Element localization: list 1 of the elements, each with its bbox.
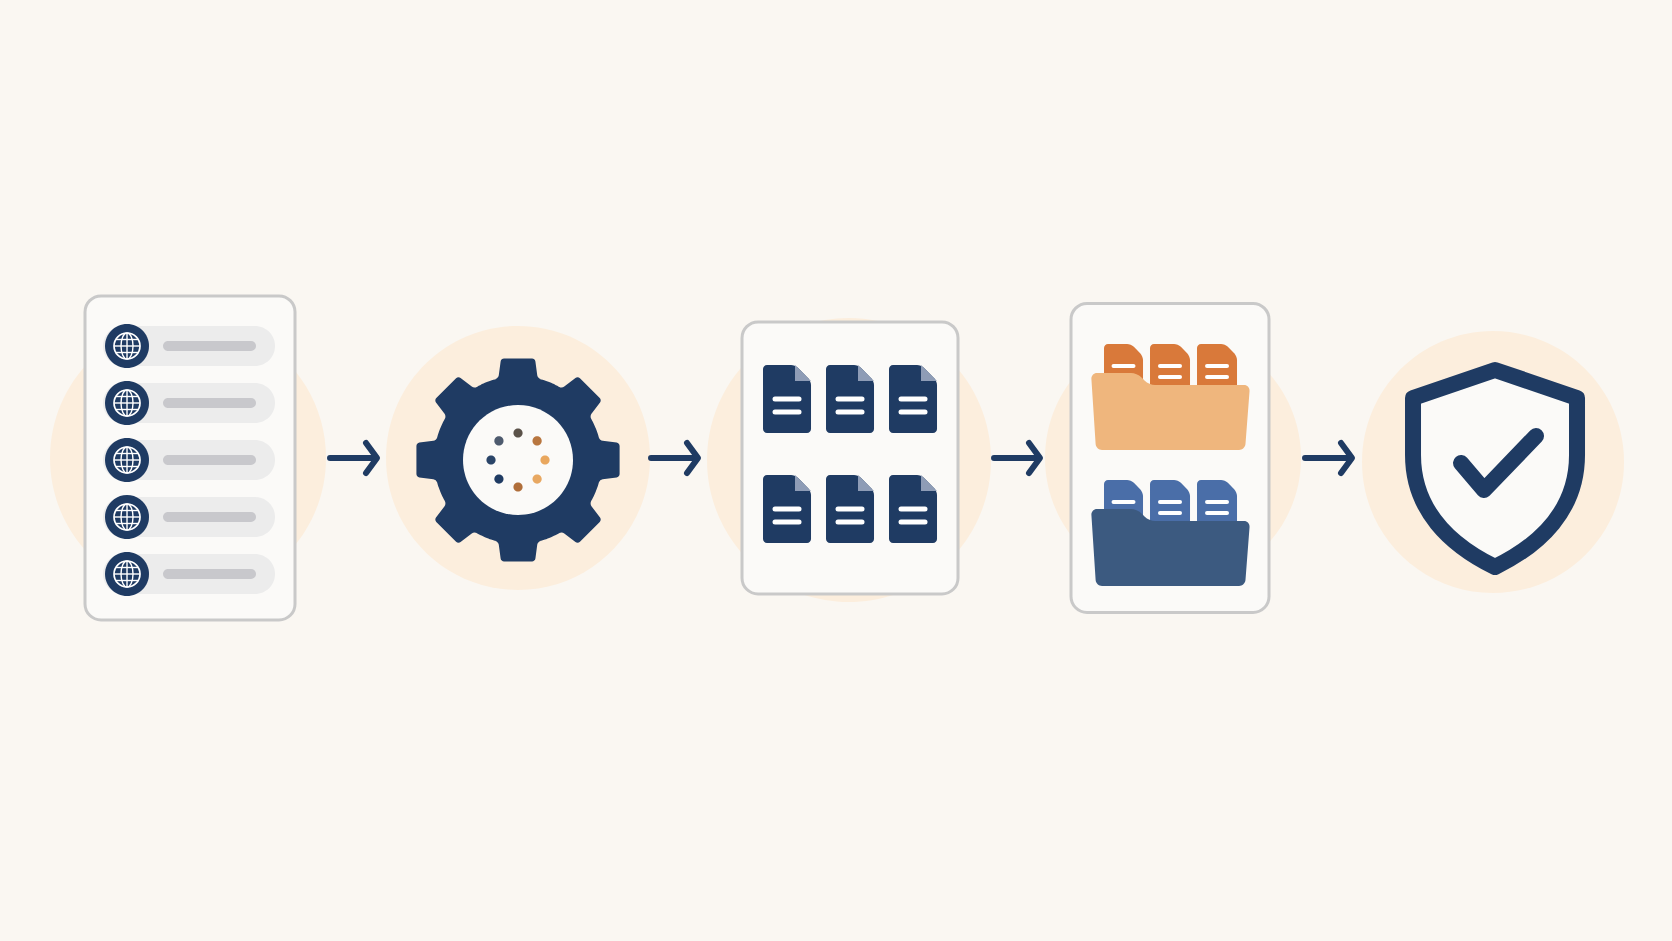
gear-icon (416, 358, 620, 562)
